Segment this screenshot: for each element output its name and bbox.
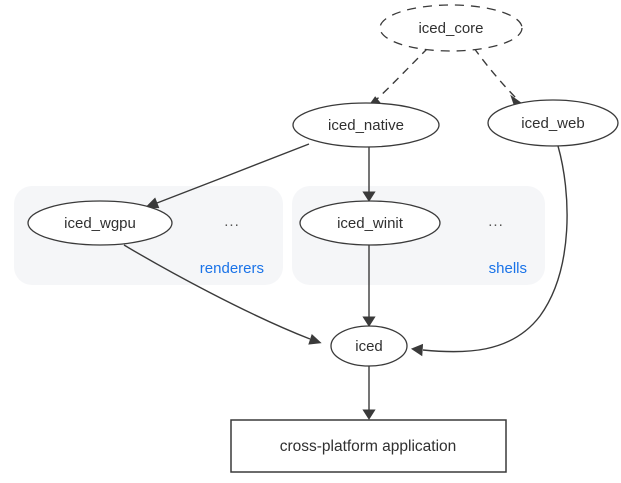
node-cross-platform-application-label: cross-platform application [280,438,457,455]
node-iced-native-shape[interactable] [292,102,440,148]
node-iced-wgpu-shape[interactable] [27,200,173,246]
cluster-renderers-label: renderers [200,260,264,277]
node-cross-platform-application[interactable]: cross-platform application [230,419,507,473]
edge-iced-web-to-iced-line [422,145,568,353]
edge-iced-core-to-iced-web [473,47,523,105]
edge-iced-core-to-iced-native [367,47,429,108]
edge-iced-to-application-arrowhead [362,409,376,420]
node-iced-web-shape[interactable] [487,99,619,147]
edge-iced-core-to-iced-web-line [473,47,518,100]
edge-iced-web-to-iced [410,145,568,357]
edge-iced-native-to-iced-winit-arrowhead [362,191,376,202]
edge-iced-web-to-iced-arrowhead [410,343,424,357]
node-iced-wgpu[interactable]: iced_wgpu [27,200,173,246]
edge-iced-native-to-iced-wgpu-line [156,143,310,204]
edge-iced-wgpu-to-iced [123,244,322,345]
node-iced-winit-shape[interactable] [299,200,441,246]
node-iced-core[interactable]: iced_core [379,4,523,52]
node-iced-web[interactable]: iced_web [487,99,619,147]
cluster-renderers-ellipsis: ... [224,213,240,230]
edge-iced-native-to-iced-wgpu [144,143,310,209]
node-iced-core-label: iced_core [418,20,483,37]
node-iced-native[interactable]: iced_native [292,102,440,148]
node-iced-label: iced [355,338,383,355]
node-iced-native-label: iced_native [328,117,404,134]
edge-iced-wgpu-to-iced-arrowhead [308,334,322,345]
node-iced-shape[interactable] [330,325,408,367]
edge-iced-winit-to-iced-arrowhead [362,316,376,327]
cluster-shells-label: shells [489,260,527,277]
node-iced-wgpu-label: iced_wgpu [64,215,136,232]
edge-iced-native-to-iced-winit [362,147,376,202]
node-iced-winit-label: iced_winit [337,215,404,232]
edge-iced-core-to-iced-native-line [376,47,429,100]
node-iced-web-label: iced_web [521,115,584,132]
node-iced-winit[interactable]: iced_winit [299,200,441,246]
node-cross-platform-application-shape[interactable] [230,419,507,473]
edge-iced-to-application [362,366,376,420]
edge-iced-winit-to-iced [362,245,376,327]
cluster-shells-ellipsis: ... [488,213,504,230]
node-iced[interactable]: iced [330,325,408,367]
edge-iced-wgpu-to-iced-line [123,244,311,340]
node-iced-core-shape[interactable] [379,4,523,52]
